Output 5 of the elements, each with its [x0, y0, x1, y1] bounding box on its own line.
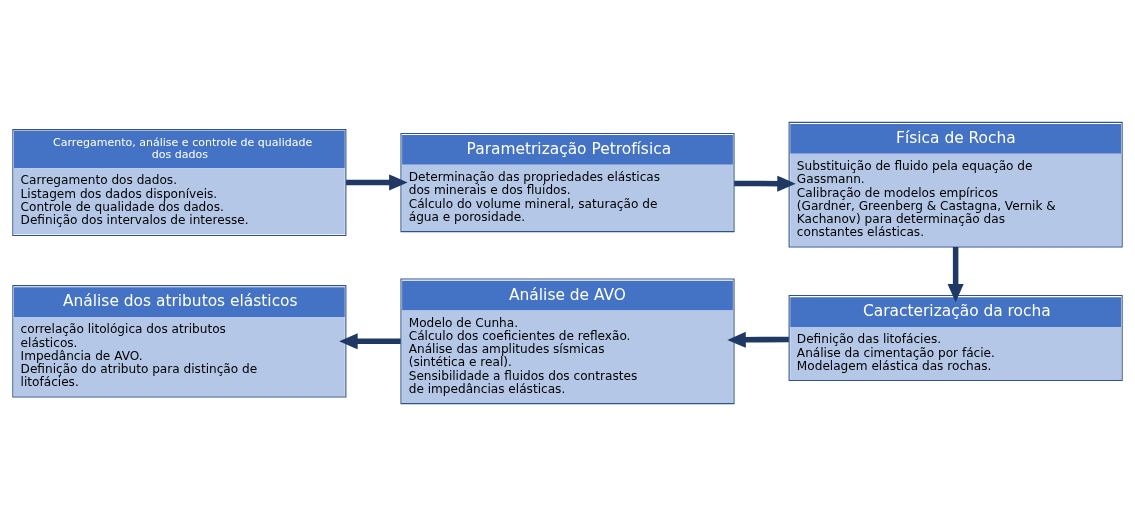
- arrow: [727, 331, 789, 348]
- arrow: [734, 175, 796, 192]
- arrow: [339, 333, 401, 350]
- arrow: [346, 174, 408, 191]
- arrow: [947, 247, 964, 303]
